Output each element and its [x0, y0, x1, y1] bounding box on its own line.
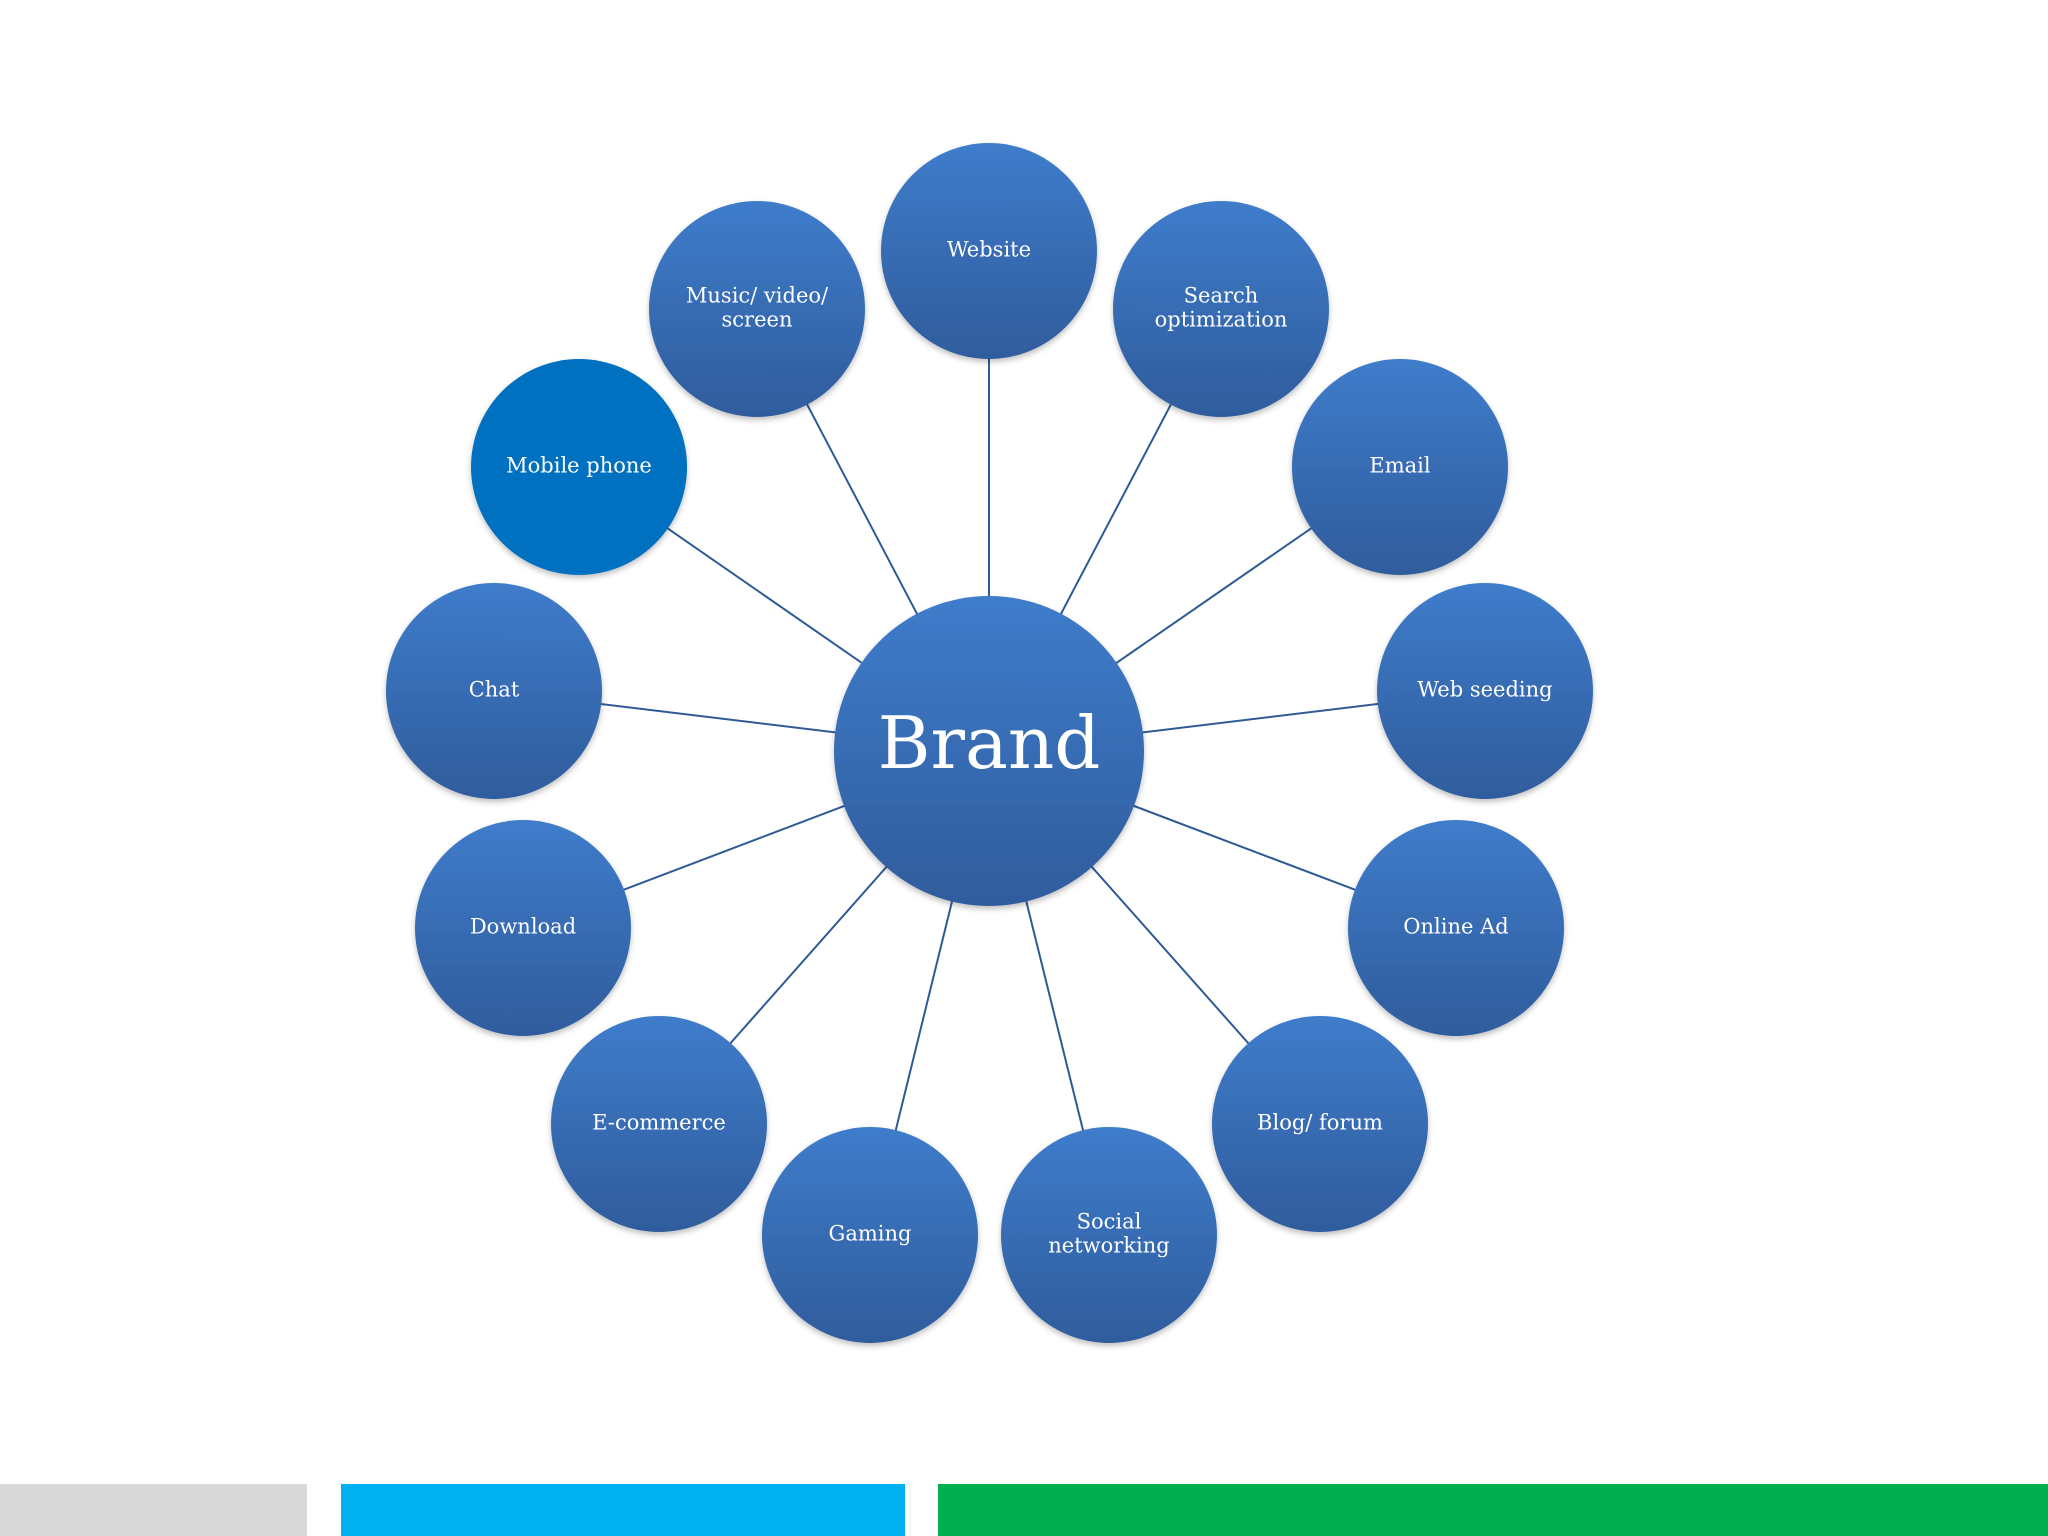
brand-circle	[834, 596, 1144, 906]
node-circle-social-networking	[1001, 1127, 1217, 1343]
node-e-commerce: E-commerce	[551, 1016, 767, 1232]
node-circle-download	[415, 820, 631, 1036]
node-label-web-seeding: Web seeding	[1417, 678, 1552, 702]
node-mobile-phone: Mobile phone	[471, 359, 687, 575]
node-circle-blog-forum	[1212, 1016, 1428, 1232]
node-label-email: Email	[1369, 454, 1430, 478]
footer-bar-blue	[341, 1484, 905, 1536]
node-label-music-video-screen: Music/ video/	[686, 284, 829, 308]
node-circle-music-video-screen	[649, 201, 865, 417]
node-circle-search-optimization	[1113, 201, 1329, 417]
node-circle-online-ad	[1348, 820, 1564, 1036]
node-circle-chat	[386, 583, 602, 799]
node-label-search-optimization: optimization	[1155, 308, 1288, 332]
node-label-website: Website	[947, 238, 1031, 262]
node-circle-website	[881, 143, 1097, 359]
brand-label: Brand	[878, 701, 1101, 785]
node-music-video-screen: Music/ video/screen	[649, 201, 865, 417]
node-label-search-optimization: Search	[1184, 284, 1259, 308]
node-circle-email	[1292, 359, 1508, 575]
node-label-social-networking: networking	[1048, 1234, 1169, 1258]
node-blog-forum: Blog/ forum	[1212, 1016, 1428, 1232]
brand-hub: Brand	[834, 596, 1144, 906]
node-web-seeding: Web seeding	[1377, 583, 1593, 799]
node-label-chat: Chat	[469, 678, 520, 702]
node-circle-mobile-phone	[471, 359, 687, 575]
node-circle-web-seeding	[1377, 583, 1593, 799]
node-email: Email	[1292, 359, 1508, 575]
node-label-download: Download	[470, 915, 576, 939]
footer-bar-green	[938, 1484, 2048, 1536]
node-label-blog-forum: Blog/ forum	[1257, 1111, 1383, 1135]
node-gaming: Gaming	[762, 1127, 978, 1343]
node-website: Website	[881, 143, 1097, 359]
node-online-ad: Online Ad	[1348, 820, 1564, 1036]
footer-bar-gray	[0, 1484, 307, 1536]
node-label-gaming: Gaming	[829, 1222, 912, 1246]
node-label-mobile-phone: Mobile phone	[506, 454, 652, 478]
node-label-online-ad: Online Ad	[1403, 915, 1508, 939]
node-label-music-video-screen: screen	[722, 308, 793, 332]
node-download: Download	[415, 820, 631, 1036]
node-label-e-commerce: E-commerce	[592, 1111, 726, 1135]
node-label-social-networking: Social	[1077, 1210, 1142, 1234]
node-circle-e-commerce	[551, 1016, 767, 1232]
node-chat: Chat	[386, 583, 602, 799]
node-circle-gaming	[762, 1127, 978, 1343]
